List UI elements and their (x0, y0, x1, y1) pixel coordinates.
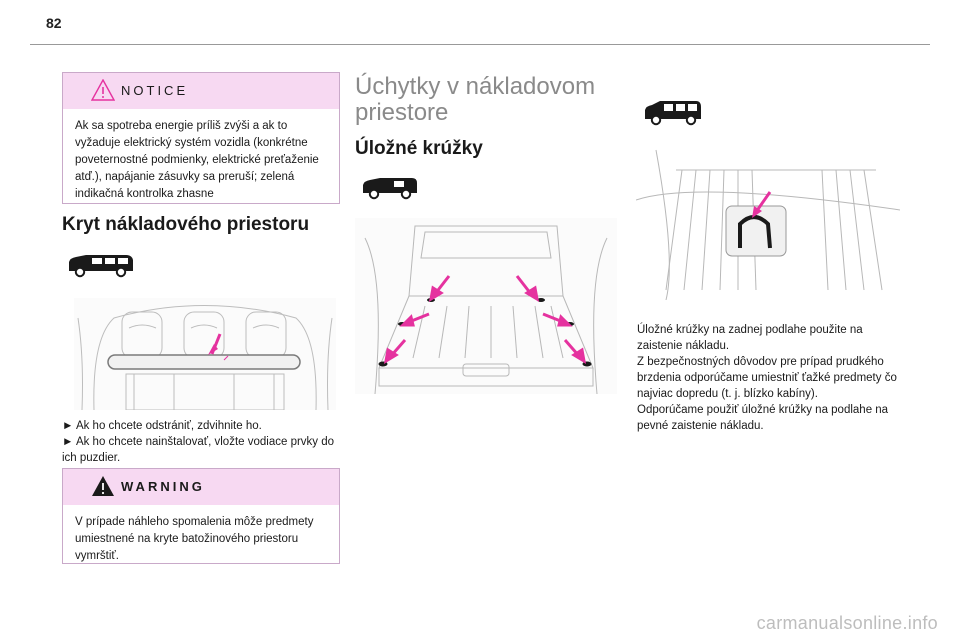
cover-heading: Kryt nákladového priestoru (62, 214, 310, 235)
warning-filled-icon (91, 475, 115, 502)
cargo-cover-illustration (74, 298, 336, 410)
anchors-text-1: Úložné krúžky na zadnej podlahe použite … (637, 324, 863, 352)
cargo-floor-illustration (355, 218, 617, 394)
van-icon (69, 255, 133, 278)
anchors-text-2: Z bezpečnostných dôvodov pre prípad prud… (637, 356, 897, 400)
van-icon-short (363, 178, 417, 200)
mpv-icon (645, 101, 701, 126)
notice-text: Ak sa spotreba energie príliš zvýši a ak… (75, 120, 319, 200)
warning-header: WARNING (63, 469, 339, 505)
storage-ring-illustration (636, 140, 900, 300)
cover-instruction-install: ► Ak ho chcete nainštalovať, vložte vodi… (62, 436, 335, 464)
page-number: 82 (46, 15, 62, 31)
cover-instruction-remove: ► Ak ho chcete odstrániť, zdvihnite ho. (62, 420, 262, 432)
warning-outline-icon (90, 78, 116, 106)
anchors-text-3: Odporúčame použiť úložné krúžky na podla… (637, 404, 889, 432)
warning-text: V prípade náhleho spomalenia môže predme… (75, 516, 314, 562)
warning-title: WARNING (121, 479, 205, 494)
notice-title: NOTICE (121, 83, 189, 98)
watermark: carmanualsonline.info (756, 613, 938, 633)
warning-box: WARNING V prípade náhleho spomalenia môž… (62, 468, 340, 564)
header-divider (30, 44, 930, 45)
anchors-heading: Úchytky v nákladovom priestore (355, 73, 596, 126)
anchors-subheading: Úložné krúžky (355, 138, 483, 159)
notice-header: NOTICE (63, 73, 339, 109)
notice-box: NOTICE Ak sa spotreba energie príliš zvý… (62, 72, 340, 204)
